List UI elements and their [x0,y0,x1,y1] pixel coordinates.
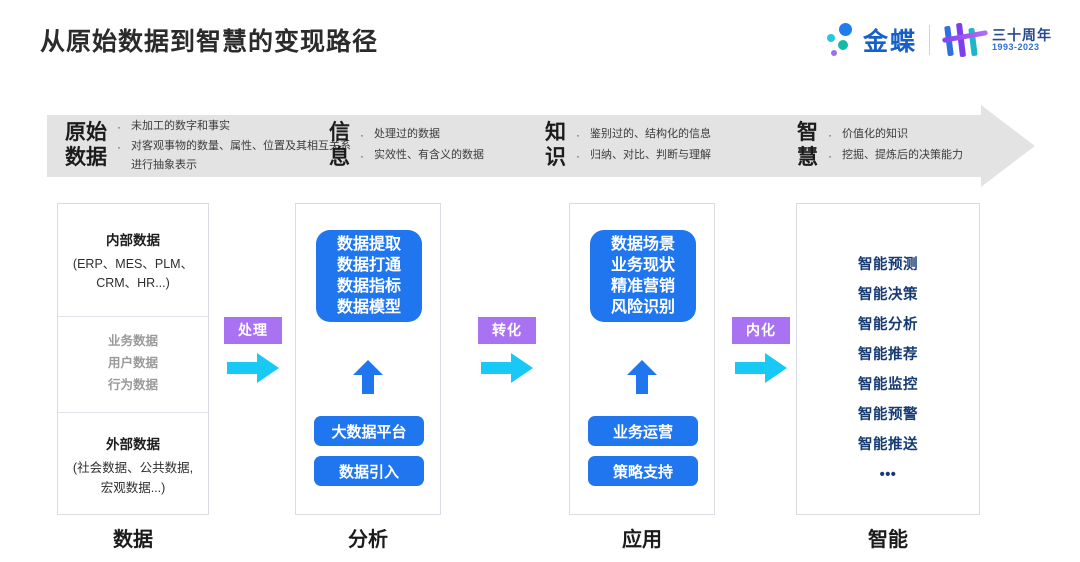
bullet-dot-icon: · [117,140,121,155]
column-analysis: 数据提取 数据打通 数据指标 数据模型 大数据平台 数据引入 [295,203,441,515]
progression-band: 原始 数据 · 未加工的数字和事实 · 对客观事物的数量、属性、位置及其相互关系进行… [47,105,1035,187]
column-label-data: 数据 [113,529,153,551]
application-operations-pill[interactable]: 业务运营 [588,416,698,446]
connector-internalization: 内化 [732,317,790,388]
band-bullet: 价值化的知识 [842,128,908,141]
band-segment-bullets: · 未加工的数字和事实 · 对客观事物的数量、属性、位置及其相互关系进行抽象表示 [117,117,361,175]
anniversary-badge: 三十周年 1993-2023 [941,22,1052,58]
external-data-section: 外部数据 (社会数据、公共数据, 宏观数据...) [58,413,208,498]
arrow-up-icon [353,360,383,394]
arrow-right-icon [478,353,536,388]
band-segment-knowledge: 知 识 · 鉴别过的、结构化的信息 · 归纳、对比、判断与理解 [545,105,711,187]
connector-label: 处理 [224,317,282,344]
band-segment-bullets: · 处理过的数据 · 实效性、有含义的数据 [360,125,484,166]
bullet-dot-icon: · [360,128,364,143]
column-label-analysis: 分析 [348,529,388,551]
intelligence-item: 智能推送 [858,437,918,453]
intelligence-item: 智能决策 [858,287,918,303]
band-segment-bullets: · 价值化的知识 · 挖掘、提炼后的决策能力 [828,125,963,166]
data-type-item: 行为数据 [107,377,158,392]
band-bullet: 挖掘、提炼后的决策能力 [842,149,963,161]
anniversary-mark-icon [941,22,989,58]
column-application: 数据场景 业务现状 精准营销 风险识别 业务运营 策略支持 [569,203,715,515]
connector-label: 转化 [478,317,536,344]
bullet-dot-icon: · [828,128,832,143]
application-strategy-pill[interactable]: 策略支持 [588,456,698,486]
bullet-dot-icon: · [576,128,580,143]
intelligence-item: 智能监控 [858,377,918,393]
bullet-dot-icon: · [117,119,121,134]
external-data-sources: (社会数据、公共数据, 宏观数据...) [72,461,194,495]
intelligence-item: 智能预测 [858,257,918,273]
intelligence-item: 智能分析 [858,317,918,333]
band-segment-bullets: · 鉴别过的、结构化的信息 · 归纳、对比、判断与理解 [576,125,711,166]
column-intelligence: 智能预测 智能决策 智能分析 智能推荐 智能监控 智能预警 智能推送 ••• [796,203,980,515]
internal-data-title: 内部数据 [106,233,160,248]
bullet-dot-icon: · [360,149,364,163]
intelligence-capability-list: 智能预测 智能决策 智能分析 智能推荐 智能监控 智能预警 智能推送 ••• [797,204,979,490]
band-segment-title: 知 识 [545,121,566,169]
band-segment-title: 智 慧 [797,121,818,169]
analysis-capability-card: 数据提取 数据打通 数据指标 数据模型 [316,230,422,322]
band-segment-wisdom: 智 慧 · 价值化的知识 · 挖掘、提炼后的决策能力 [797,105,963,187]
analysis-ingest-pill[interactable]: 数据引入 [314,456,424,486]
band-bullet: 处理过的数据 [374,128,440,141]
data-type-item: 用户数据 [107,355,158,370]
band-segment-raw-data: 原始 数据 · 未加工的数字和事实 · 对客观事物的数量、属性、位置及其相互关系进行… [65,105,361,187]
kingdee-dots-icon [825,21,859,59]
data-types-section: 业务数据 用户数据 行为数据 [58,315,208,414]
intelligence-item: 智能推荐 [858,347,918,363]
internal-data-section: 内部数据 (ERP、MES、PLM、 CRM、HR...) [58,204,208,294]
page-title: 从原始数据到智慧的变现路径 [40,28,379,56]
application-scenario-card: 数据场景 业务现状 精准营销 风险识别 [590,230,696,322]
column-label-intelligence: 智能 [868,529,908,551]
internal-data-sources: (ERP、MES、PLM、 CRM、HR...) [72,257,194,291]
bullet-dot-icon: · [828,149,832,163]
band-segment-information: 信 息 · 处理过的数据 · 实效性、有含义的数据 [329,105,484,187]
connector-label: 内化 [732,317,790,344]
brand-logo: 金蝶 三十周年 1993-2023 [825,18,1052,62]
connector-transformation: 转化 [478,317,536,388]
analysis-platform-pill[interactable]: 大数据平台 [314,416,424,446]
bullet-dot-icon: · [576,149,580,163]
brand-divider [929,25,930,55]
arrow-up-icon [627,360,657,394]
band-bullet: 未加工的数字和事实 [131,119,230,132]
data-type-item: 业务数据 [107,333,158,348]
connector-processing: 处理 [224,317,282,388]
band-bullet: 对客观事物的数量、属性、位置及其相互关系进行抽象表示 [131,140,351,172]
brand-name: 金蝶 [862,28,917,56]
arrow-right-icon [224,353,282,388]
intelligence-item: 智能预警 [858,407,918,423]
band-bullet: 实效性、有含义的数据 [374,149,484,161]
intelligence-ellipsis: ••• [879,467,897,483]
column-data: 内部数据 (ERP、MES、PLM、 CRM、HR...) 业务数据 用户数据 … [57,203,209,515]
band-segment-title: 原始 数据 [65,121,107,169]
arrow-right-icon [732,353,790,388]
external-data-title: 外部数据 [106,437,160,453]
column-label-application: 应用 [622,529,662,551]
anniversary-years: 1993-2023 [992,41,1040,52]
band-bullet: 归纳、对比、判断与理解 [590,149,711,161]
anniversary-title: 三十周年 [992,26,1052,43]
band-segment-title: 信 息 [329,121,350,169]
band-bullet: 鉴别过的、结构化的信息 [590,128,711,141]
